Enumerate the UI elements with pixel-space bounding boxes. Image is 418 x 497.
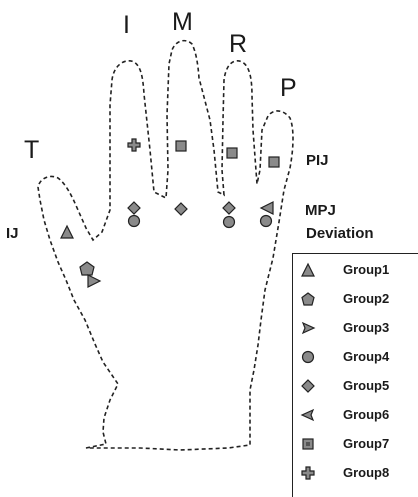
deviation-label: Deviation: [306, 226, 374, 241]
legend-label: Group1: [343, 262, 389, 277]
pentagon-icon: [80, 262, 94, 275]
diamond-icon: [299, 377, 317, 395]
triangle-icon: [299, 261, 317, 279]
legend-row-group6: Group6: [293, 403, 417, 428]
legend-label: Group7: [343, 436, 389, 451]
circle-icon: [224, 217, 235, 228]
square-icon: [269, 157, 279, 167]
legend-row-group8: Group8: [293, 461, 417, 486]
right-pointer-icon: [88, 275, 100, 287]
square-icon: [227, 148, 237, 158]
legend-label: Group3: [343, 320, 389, 335]
circle-icon: [129, 216, 140, 227]
legend-row-group3: Group3: [293, 316, 417, 341]
triangle-icon: [61, 226, 73, 238]
square-icon: [299, 435, 317, 453]
hand-outline: [38, 41, 293, 450]
legend-label: Group5: [343, 378, 389, 393]
ij-label: IJ: [6, 226, 19, 241]
circle-icon: [299, 348, 317, 366]
hand-markers: [61, 139, 279, 287]
right-pointer-icon: [299, 319, 317, 337]
pentagon-icon: [299, 290, 317, 308]
legend-label: Group4: [343, 349, 389, 364]
legend-label: Group2: [343, 291, 389, 306]
mpj-label: MPJ: [305, 203, 336, 218]
cross-icon: [299, 464, 317, 482]
pinky-label: P: [280, 76, 297, 101]
legend-label: Group8: [343, 465, 389, 480]
legend-label: Group6: [343, 407, 389, 422]
legend-row-group5: Group5: [293, 374, 417, 399]
legend-row-group7: Group7: [293, 432, 417, 457]
pij-label: PIJ: [306, 153, 329, 168]
left-pointer-icon: [299, 406, 317, 424]
cross-icon: [128, 139, 140, 151]
index-label: I: [123, 13, 130, 38]
left-pointer-icon: [261, 202, 273, 214]
diamond-icon: [175, 203, 187, 215]
legend: Group1 Group2 Group3 Group4 Group5 Group…: [292, 253, 418, 497]
legend-row-group2: Group2: [293, 287, 417, 312]
middle-label: M: [172, 10, 193, 35]
ring-label: R: [229, 32, 247, 57]
legend-row-group1: Group1: [293, 258, 417, 283]
diamond-icon: [128, 202, 140, 214]
thumb-label: T: [24, 138, 39, 163]
diamond-icon: [223, 202, 235, 214]
square-icon: [176, 141, 186, 151]
circle-icon: [261, 216, 272, 227]
legend-row-group4: Group4: [293, 345, 417, 370]
